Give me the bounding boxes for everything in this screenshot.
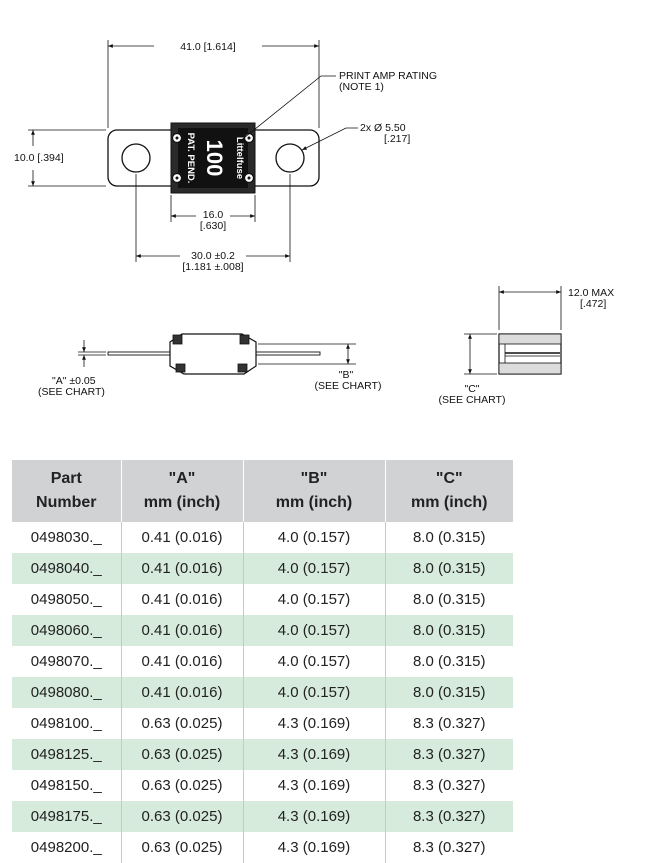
print-amp-rating-label: PRINT AMP RATING [339, 70, 437, 82]
table-row: 0498060._0.41 (0.016)4.0 (0.157)8.0 (0.3… [12, 615, 513, 646]
part-number-cell: 0498030._ [12, 522, 122, 553]
hole-spacing-inch-label: [1.181 ±.008] [182, 261, 243, 273]
c-cell: 8.0 (0.315) [412, 529, 486, 546]
part-number-cell: 0498175._ [12, 801, 122, 832]
a-cell: 0.63 (0.025) [121, 739, 244, 770]
end-width-inch-label: [.472] [580, 298, 606, 310]
body-text-pat-pend: PAT. PEND. [185, 133, 196, 184]
a-cell: 0.41 (0.016) [121, 615, 244, 646]
c-cell: 8.3 (0.327) [412, 777, 486, 794]
a-cell: 0.41 (0.016) [121, 553, 244, 584]
left-mounting-hole [121, 143, 151, 173]
a-cell: 0.63 (0.025) [121, 708, 244, 739]
part-number-cell: 0498060._ [12, 615, 122, 646]
table-row: 0498175._0.63 (0.025)4.3 (0.169)8.3 (0.3… [12, 801, 513, 832]
height-label: 10.0 [.394] [14, 152, 64, 164]
b-cell: 4.3 (0.169) [243, 770, 386, 801]
b-cell: 4.3 (0.169) [243, 832, 386, 863]
a-see-chart-label: (SEE CHART) [38, 386, 105, 398]
a-cell: 0.41 (0.016) [121, 646, 244, 677]
part-number-cell: 0498040._ [12, 553, 122, 584]
hole-diameter-inch-label: [.217] [384, 133, 410, 145]
part-number-cell: 0498080._ [12, 677, 122, 708]
part-number-cell: 0498070._ [12, 646, 122, 677]
header-b: "B"mm (inch) [243, 460, 386, 522]
a-cell: 0.41 (0.016) [121, 522, 244, 553]
table-row: 0498080._0.41 (0.016)4.0 (0.157)8.0 (0.3… [12, 677, 513, 708]
b-cell: 4.3 (0.169) [243, 801, 386, 832]
a-cell: 0.63 (0.025) [121, 801, 244, 832]
c-cell: 8.0 (0.315) [385, 677, 513, 708]
b-dimension-label: "B" [339, 369, 354, 381]
c-cell: 8.0 (0.315) [412, 653, 486, 670]
a-cell: 0.63 (0.025) [121, 832, 244, 863]
b-cell: 4.0 (0.157) [243, 615, 386, 646]
a-cell: 0.41 (0.016) [121, 677, 244, 708]
c-cell: 8.3 (0.327) [412, 839, 486, 856]
table-row: 0498070._0.41 (0.016)4.0 (0.157) 8.0 (0.3… [12, 646, 513, 677]
part-number-cell: 0498150._ [12, 770, 122, 801]
c-see-chart-label: (SEE CHART) [439, 394, 506, 406]
c-cell: 8.0 (0.315) [412, 591, 486, 608]
body-text-amp-rating: 100 [202, 140, 227, 177]
c-cell: 8.3 (0.327) [385, 801, 513, 832]
side-view: "A" ±0.05 (SEE CHART) "B" (SEE CHART) [38, 333, 382, 398]
c-cell: 8.0 (0.315) [385, 615, 513, 646]
c-cell: 8.3 (0.327) [385, 739, 513, 770]
body-width-label: 16.0 [203, 209, 224, 221]
table-row: 0498030._0.41 (0.016)4.0 (0.157) 8.0 (0.3… [12, 522, 513, 553]
table-row: 0498050._0.41 (0.016)4.0 (0.157) 8.0 (0.3… [12, 584, 513, 615]
b-cell: 4.3 (0.169) [243, 739, 386, 770]
b-cell: 4.0 (0.157) [243, 584, 386, 615]
top-view: PAT. PEND. 100 Littelfuse 41.0 [1.614] 1… [14, 40, 437, 273]
part-number-cell: 0498100._ [12, 708, 122, 739]
table-row: 0498100._0.63 (0.025)4.3 (0.169) 8.3 (0.3… [12, 708, 513, 739]
header-c: "C"mm (inch) [385, 460, 513, 522]
right-mounting-hole [275, 143, 305, 173]
b-cell: 4.0 (0.157) [243, 646, 386, 677]
b-see-chart-label: (SEE CHART) [315, 380, 382, 392]
a-dimension-label: "A" ±0.05 [52, 375, 96, 387]
part-number-cell: 0498050._ [12, 584, 122, 615]
a-cell: 0.63 (0.025) [121, 770, 244, 801]
table-row: 0498125._0.63 (0.025)4.3 (0.169)8.3 (0.3… [12, 739, 513, 770]
b-cell: 4.0 (0.157) [243, 677, 386, 708]
c-cell: 8.0 (0.315) [385, 553, 513, 584]
b-cell: 4.3 (0.169) [243, 708, 386, 739]
b-cell: 4.0 (0.157) [243, 522, 386, 553]
b-cell: 4.0 (0.157) [243, 553, 386, 584]
hole-spacing-label: 30.0 ±0.2 [191, 250, 235, 262]
c-dimension-label: "C" [464, 383, 479, 395]
fuse-body-window [178, 128, 248, 188]
a-cell: 0.41 (0.016) [121, 584, 244, 615]
header-a: "A"mm (inch) [121, 460, 244, 522]
body-text-brand: Littelfuse [234, 137, 245, 179]
table-row: 0498040._0.41 (0.016)4.0 (0.157)8.0 (0.3… [12, 553, 513, 584]
part-number-cell: 0498200._ [12, 832, 122, 863]
note-label: (NOTE 1) [339, 81, 384, 93]
body-width-inch-label: [.630] [200, 220, 226, 232]
table-row: 0498150._0.63 (0.025)4.3 (0.169) 8.3 (0.3… [12, 770, 513, 801]
fuse-drawing: PAT. PEND. 100 Littelfuse 41.0 [1.614] 1… [14, 40, 614, 406]
overall-length-label: 41.0 [1.614] [180, 41, 236, 53]
part-number-cell: 0498125._ [12, 739, 122, 770]
hole-diameter-label: 2x Ø 5.50 [360, 122, 406, 134]
c-cell: 8.3 (0.327) [412, 715, 486, 732]
table-row: 0498200._0.63 (0.025)4.3 (0.169) 8.3 (0.3… [12, 832, 513, 863]
end-view: 12.0 MAX [.472] "C" (SEE CHART) [439, 286, 614, 406]
end-width-label: 12.0 MAX [568, 287, 614, 299]
